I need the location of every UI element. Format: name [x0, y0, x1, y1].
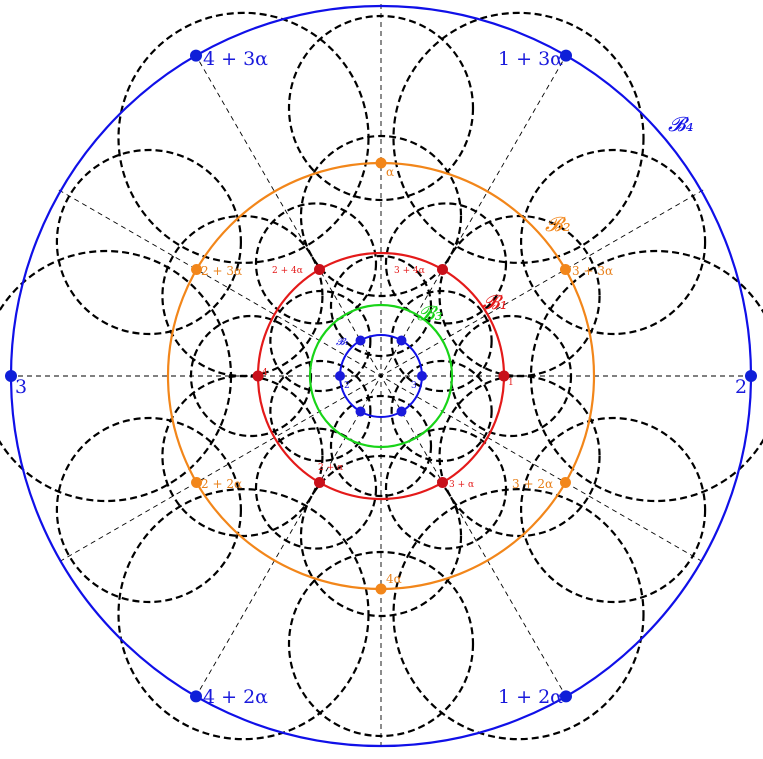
dashed-circle: [287, 14, 475, 202]
point-label: 3 + 4α: [394, 266, 425, 276]
dashed-circle: [299, 454, 463, 618]
point-marker: [191, 477, 203, 488]
label-B1: 𝓑₁: [482, 290, 508, 314]
dashed-circle: [390, 289, 493, 393]
point-marker: [335, 371, 345, 381]
dashed-circle: [392, 11, 645, 264]
point-label: 2 + 2α: [201, 477, 242, 491]
point-label: 4 + 3α: [203, 48, 268, 70]
label-B3: 𝓑₃: [417, 301, 443, 325]
dashed-circle: [390, 359, 493, 463]
point-label: 1 + 3α: [498, 48, 563, 70]
point-marker: [375, 583, 387, 595]
point-label: 3 + 2α: [512, 477, 553, 491]
point-label: 2 + α: [318, 463, 343, 473]
dashed-circle: [529, 249, 763, 503]
point-marker: [437, 263, 448, 275]
point-label: 2 + 3α: [201, 264, 242, 278]
point-marker: [417, 371, 427, 381]
dashed-circle: [329, 254, 433, 358]
label-inner-B1: 𝓑₁: [336, 337, 349, 348]
point-marker: [355, 406, 366, 417]
dashed-circle: [384, 427, 508, 550]
point-label: 4 + 2α: [203, 686, 268, 708]
dashed-circle: [161, 214, 324, 378]
dashed-circle: [299, 134, 463, 298]
point-label: 2 + 4α: [272, 266, 303, 276]
circle-B3: [308, 303, 454, 449]
dashed-circle: [55, 416, 243, 604]
dashed-circle: [392, 488, 645, 741]
point-label: 3 + 3α: [572, 264, 613, 278]
dashed-circle: [254, 202, 378, 325]
label-B2: 𝓑₂: [545, 212, 571, 236]
dashed-circle: [55, 148, 243, 336]
point-marker: [396, 406, 407, 417]
point-label: 4: [262, 368, 268, 378]
point-marker: [190, 690, 202, 703]
point-marker: [560, 49, 572, 62]
point-marker: [437, 477, 448, 489]
dashed-circle: [269, 289, 372, 393]
point-label: α: [386, 165, 394, 179]
point-label: 3: [15, 376, 27, 398]
dashed-circle: [519, 148, 707, 336]
dashed-circles: [0, 11, 763, 741]
point-marker: [559, 264, 571, 275]
point-marker: [191, 264, 203, 275]
spoke-line: [58, 189, 704, 563]
dashed-circle: [287, 550, 475, 738]
dashed-circle: [384, 202, 508, 325]
point-marker: [314, 263, 325, 275]
point-label: 3: [411, 381, 417, 391]
point-label: 4α: [386, 572, 402, 586]
dashed-circle: [254, 427, 378, 550]
point-label: 1 + 2α: [498, 686, 563, 708]
point-label: 2: [344, 381, 350, 391]
point-marker: [5, 370, 17, 382]
dashed-circle: [269, 359, 372, 463]
dashed-circle: [329, 394, 433, 498]
dashed-circle: [519, 416, 707, 604]
dashed-circle: [438, 214, 601, 378]
point-markers: [5, 49, 757, 703]
point-label: 2: [735, 376, 747, 398]
point-label: 1: [508, 378, 514, 388]
point-marker: [314, 477, 325, 489]
radial-spokes: [9, 4, 753, 748]
label-B4: 𝓑₄: [668, 112, 694, 136]
point-label: 3 + α: [449, 480, 474, 490]
dashed-circle: [0, 249, 233, 503]
point-marker: [190, 49, 202, 62]
point-marker: [375, 157, 387, 169]
point-marker: [560, 690, 572, 703]
point-marker: [559, 477, 571, 488]
point-marker: [355, 335, 366, 346]
point-marker: [252, 370, 264, 382]
point-marker: [745, 370, 757, 382]
point-marker: [396, 335, 407, 346]
point-marker: [498, 370, 510, 382]
point-labels: 4 + 3α 1 + 3α 3 2 4 + 2α 1 + 2α α 2 + 3α…: [15, 48, 747, 708]
